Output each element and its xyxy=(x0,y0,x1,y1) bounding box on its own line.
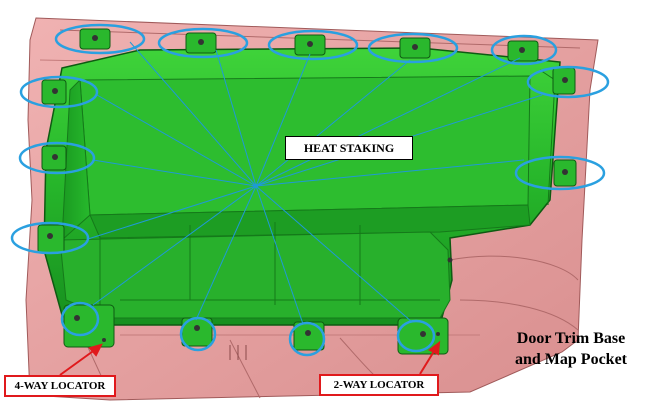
heat-stake-callout-ellipse xyxy=(157,27,249,59)
heat-stake-callout-ellipse xyxy=(19,75,99,109)
heat-stake-boss xyxy=(553,159,577,187)
locator-arrows xyxy=(59,340,441,376)
heat-stake-boss xyxy=(294,34,326,56)
heat-stake-callout-ellipse xyxy=(60,301,100,337)
heat-stake-boss xyxy=(37,224,65,254)
heat-stake-boss xyxy=(63,304,115,348)
heat-stake-bosses xyxy=(37,28,577,355)
caption-line-1: Door Trim Base xyxy=(516,330,626,347)
heat-stake-boss xyxy=(507,40,539,62)
heat-stake-callout-ellipse xyxy=(396,319,436,353)
heat-stake-boss xyxy=(41,145,67,171)
caption-line-2: and Map Pocket xyxy=(515,351,627,368)
heat-stake-callout-ellipse xyxy=(54,23,146,55)
heat-stake-boss xyxy=(79,28,111,50)
heat-stake-boss xyxy=(399,37,431,59)
heat-stake-callout-ellipse xyxy=(179,316,217,352)
heat-stake-boss xyxy=(185,32,217,54)
four-way-locator-label: 4-WAY LOCATOR xyxy=(4,375,116,397)
heat-stake-callout-ellipse xyxy=(288,321,326,357)
heat-stake-callout-ellipse xyxy=(490,34,558,66)
heat-stake-boss xyxy=(552,67,576,95)
heat-stake-callout-ellipse xyxy=(267,29,359,61)
heat-stake-callouts xyxy=(10,23,610,357)
heat-staking-label: HEAT STAKING xyxy=(285,136,413,160)
figure-caption: Door Trim Base and Map Pocket xyxy=(496,328,646,370)
heat-stake-callout-ellipse xyxy=(526,65,610,99)
heat-stake-callout-ellipse xyxy=(514,155,606,191)
two-way-locator-label: 2-WAY LOCATOR xyxy=(319,374,439,396)
heat-stake-callout-ellipse xyxy=(10,221,90,255)
heat-stake-callout-ellipse xyxy=(367,32,459,64)
four-way-locator-arrow xyxy=(59,348,97,376)
heat-stake-boss xyxy=(41,79,67,105)
heat-stake-callout-ellipse xyxy=(18,141,96,175)
